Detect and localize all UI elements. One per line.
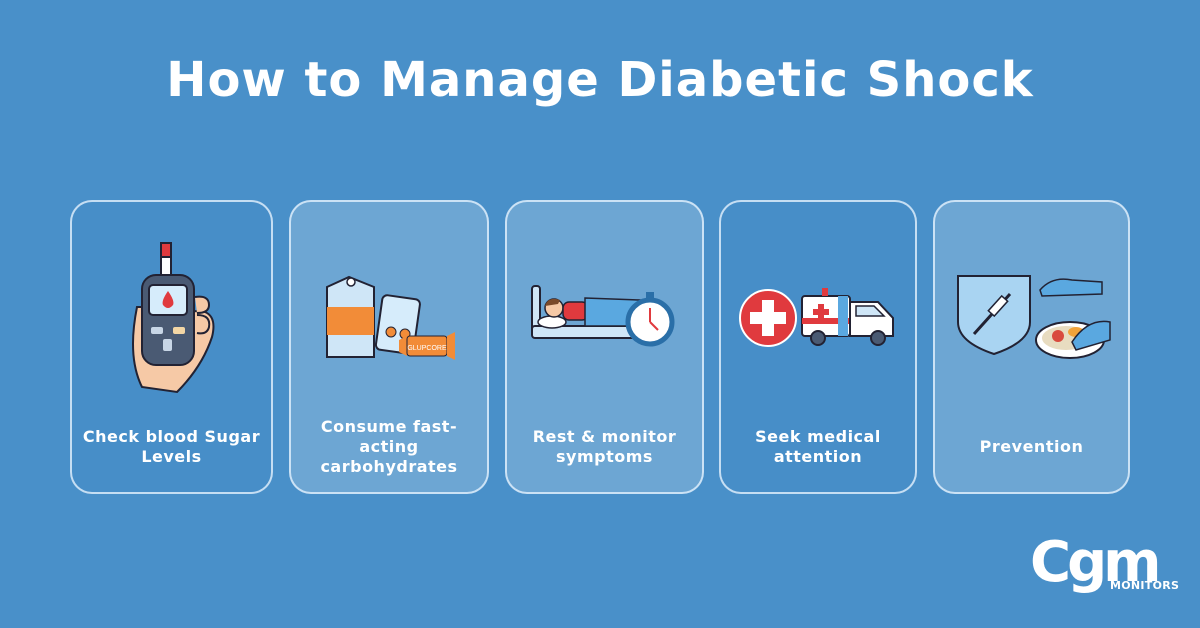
card-prevention: Prevention	[933, 200, 1130, 494]
shield-syringe-shoes-plate-icon	[935, 232, 1128, 402]
card-rest-monitor: Rest & monitor symptoms	[505, 200, 704, 494]
card-check-blood-sugar: Check blood Sugar Levels	[70, 200, 273, 494]
logo-main-text: Cgm	[1030, 530, 1162, 595]
person-resting-with-stopwatch-icon	[507, 232, 702, 402]
card-label: Seek medical attention	[755, 427, 881, 466]
card-consume-carbs: GLUPCORE Consume fast-acting carbohydrat…	[289, 200, 489, 494]
card-seek-medical-attention: Seek medical attention	[719, 200, 917, 494]
juice-and-glucose-tablets-icon: GLUPCORE	[291, 232, 487, 402]
card-label: Consume fast-acting carbohydrates	[320, 417, 458, 476]
card-label: Rest & monitor symptoms	[532, 427, 677, 466]
card-label: Check blood Sugar Levels	[82, 427, 261, 466]
card-label: Prevention	[979, 437, 1084, 456]
logo-sub-text: MONITORS	[1110, 579, 1180, 592]
glucometer-in-hand-icon	[72, 232, 271, 402]
cgm-monitors-logo: Cgm MONITORS	[1030, 530, 1179, 595]
candy-text: GLUPCORE	[407, 345, 447, 352]
page-title: How to Manage Diabetic Shock	[166, 52, 1034, 108]
medical-cross-and-ambulance-icon	[721, 232, 915, 402]
